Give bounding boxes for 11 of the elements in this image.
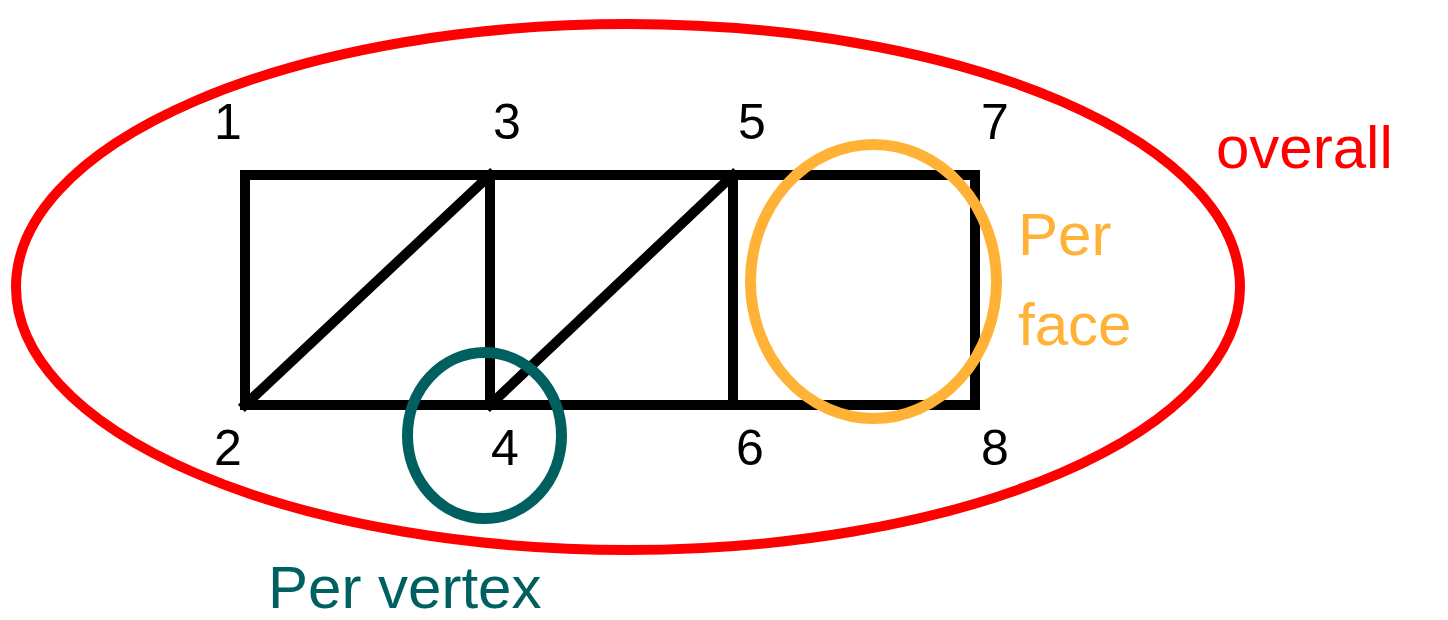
vertex-number: 3 xyxy=(493,97,521,147)
vertex-number: 1 xyxy=(214,97,242,147)
vertex-number: 5 xyxy=(738,97,766,147)
overall-label: overall xyxy=(1216,118,1394,178)
vertex-number: 2 xyxy=(214,423,242,473)
per-face-label: Per face xyxy=(1018,200,1133,360)
vertex-number: 8 xyxy=(981,423,1009,473)
vertex-number: 7 xyxy=(981,97,1009,147)
per-vertex-label: Per vertex xyxy=(268,558,543,618)
vertex-number: 6 xyxy=(736,423,764,473)
vertex-number: 4 xyxy=(491,423,519,473)
